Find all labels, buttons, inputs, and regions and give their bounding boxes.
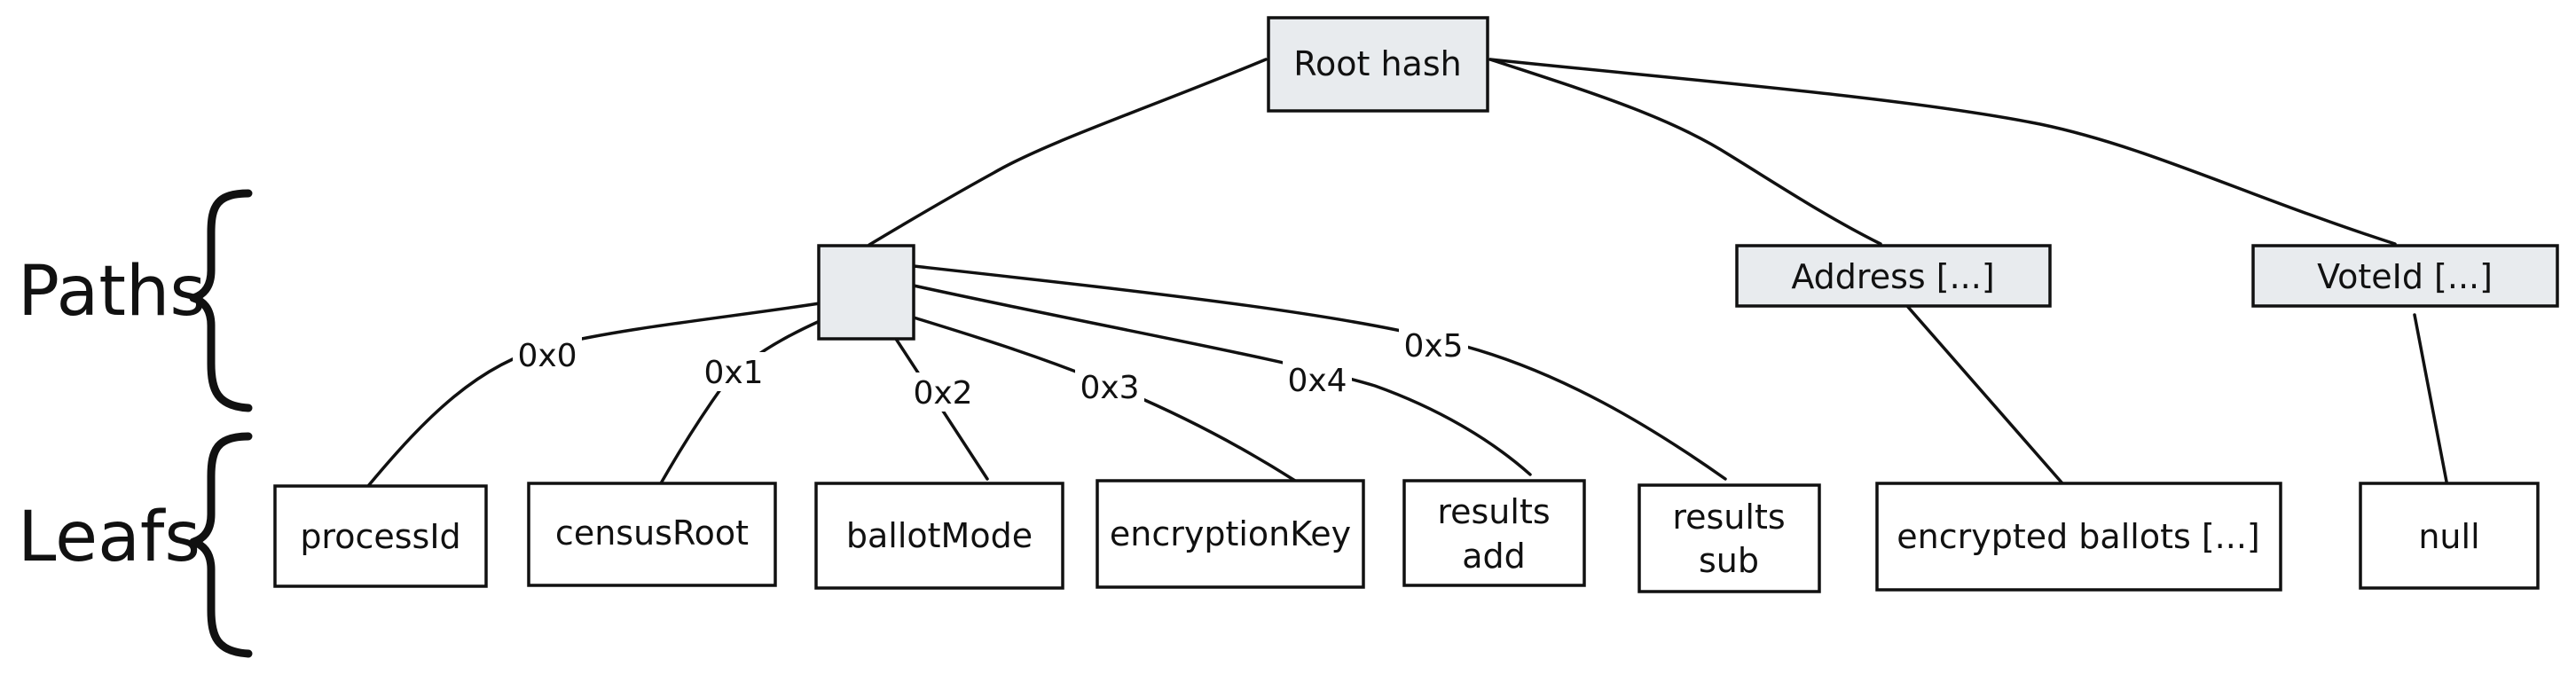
leaf-processId-label: processId (300, 517, 460, 556)
edge-label-0x1: 0x1 (703, 355, 763, 391)
paths-label: Paths (18, 252, 206, 332)
leaf-null-label: null (2418, 517, 2479, 556)
root-node-label: Root hash (1293, 44, 1461, 83)
svg-text:results: results (1672, 498, 1785, 537)
svg-text:add: add (1462, 537, 1526, 576)
leaf-censusRoot-label: censusRoot (555, 514, 749, 553)
edge-label-0x4: 0x4 (1287, 363, 1347, 399)
svg-text:results: results (1437, 492, 1550, 531)
edge-0x1 (659, 319, 821, 485)
leaf-results-add-line2: add (1462, 537, 1526, 576)
paths-brace-icon (189, 189, 253, 412)
process-node (817, 244, 915, 341)
edge-root-to-voteid (1488, 58, 2397, 246)
address-node-label: Address [...] (1791, 257, 1994, 296)
leaf-censusRoot: censusRoot (527, 482, 777, 587)
leaf-processId: processId (273, 484, 488, 588)
edge-label-0x0: 0x0 (517, 338, 577, 374)
leafs-row-label: Leafs (18, 432, 253, 658)
leaf-null: null (2359, 482, 2540, 590)
leaf-encryptionKey-label: encryptionKey (1110, 514, 1351, 553)
leaf-results-sub: results sub (1637, 483, 1821, 593)
leaf-encrypted-ballots: encrypted ballots [...] (1875, 482, 2282, 592)
edge-label-0x3: 0x3 (1080, 370, 1139, 406)
edge-address-to-encrypted-ballots (1905, 304, 2064, 485)
leafs-brace-icon (189, 432, 253, 658)
leaf-encrypted-ballots-label: encrypted ballots [...] (1897, 517, 2260, 556)
edge-root-to-address (1488, 58, 1882, 246)
address-node: Address [...] (1735, 244, 2052, 308)
edge-label-0x5: 0x5 (1403, 328, 1463, 365)
leafs-label: Leafs (18, 498, 200, 577)
edges (366, 58, 2448, 488)
leaf-results-add-line1: results (1437, 492, 1550, 531)
leaf-ballotMode-label: ballotMode (846, 516, 1033, 555)
paths-row-label: Paths (18, 189, 253, 412)
voteid-node: VoteId [...] (2251, 244, 2559, 308)
edge-root-to-process (868, 58, 1268, 247)
leaf-results-add: results add (1402, 479, 1586, 587)
leaf-encryptionKey: encryptionKey (1096, 479, 1365, 589)
edge-labels: 0x0 0x1 0x2 0x3 0x4 0x5 (513, 325, 1468, 412)
voteid-node-label: VoteId [...] (2317, 257, 2493, 296)
edge-label-0x2: 0x2 (913, 375, 972, 412)
leaf-results-sub-line1: results (1672, 498, 1785, 537)
leaf-ballotMode: ballotMode (814, 482, 1064, 590)
edge-0x0 (366, 302, 821, 488)
root-node: Root hash (1267, 16, 1489, 113)
leaf-results-sub-line2: sub (1699, 541, 1759, 580)
edge-0x4 (912, 284, 1532, 476)
edge-voteid-to-null (2413, 313, 2448, 483)
svg-text:sub: sub (1699, 541, 1759, 580)
